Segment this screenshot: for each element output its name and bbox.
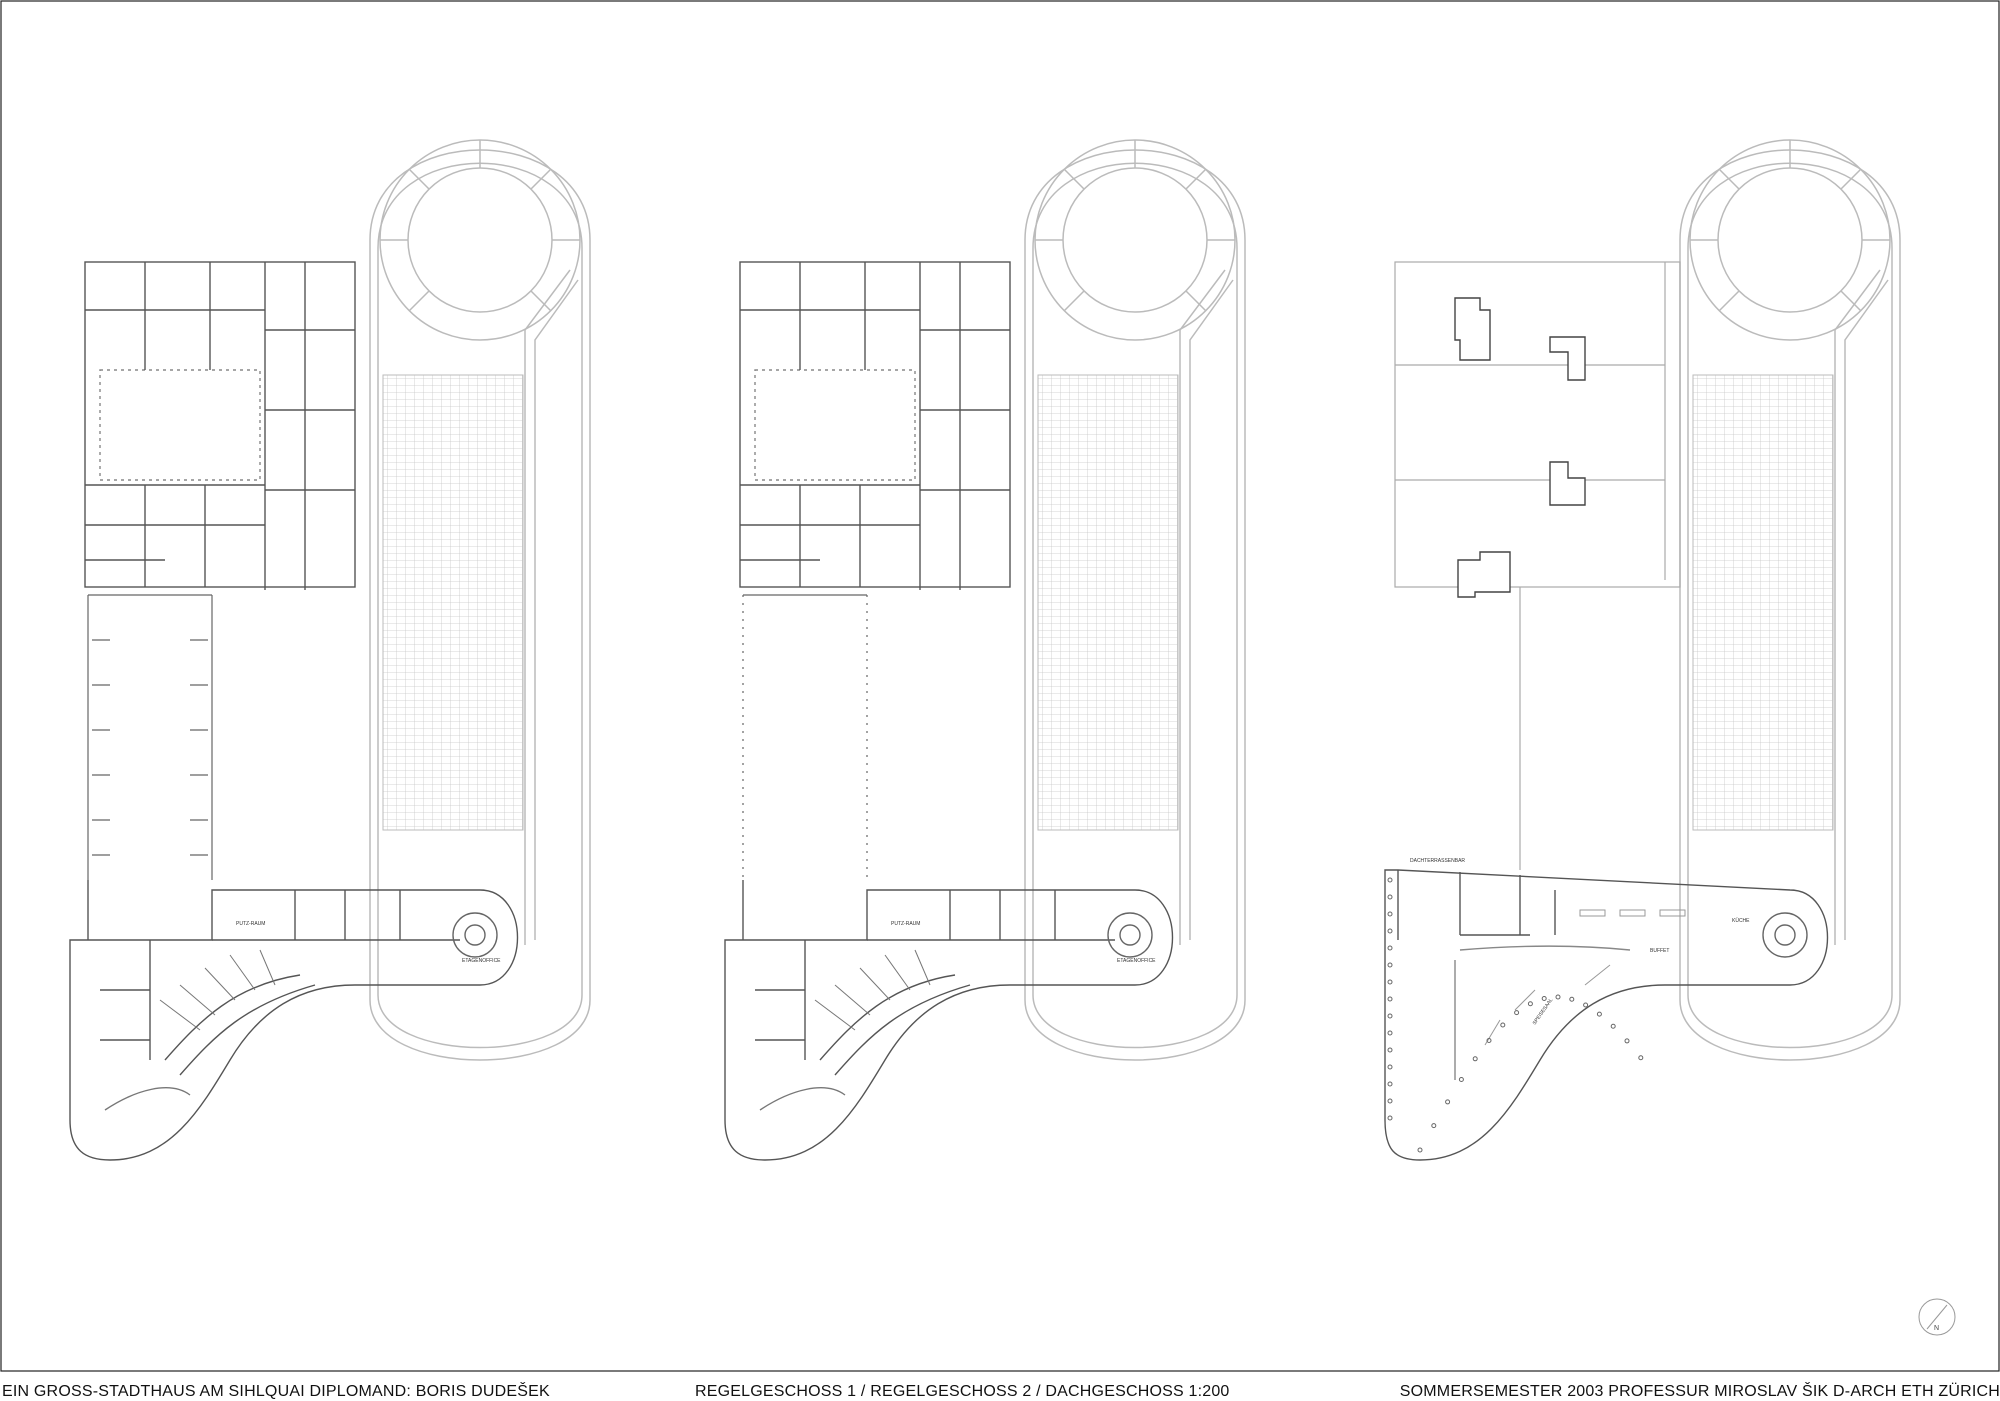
column-dot	[1387, 1064, 1393, 1070]
buffet-label: BUFFET	[1650, 948, 1669, 954]
column-dot	[1387, 996, 1393, 1002]
column-dot	[1458, 1076, 1464, 1082]
floor-plan-regelgeschoss-1: PUTZ-RAUM ETAGENOFFICE	[69, 139, 591, 1161]
column-dot	[1445, 1099, 1451, 1105]
column-dot	[1387, 1098, 1393, 1104]
terrace-tables	[1484, 909, 1686, 1046]
apartment-block	[84, 261, 356, 590]
stair-cores	[1454, 297, 1586, 598]
north-arrow-letter: N	[1934, 1325, 1939, 1332]
seating-grid	[382, 374, 524, 831]
column-dot	[1514, 1010, 1520, 1016]
seating-grid	[1037, 374, 1179, 831]
curved-wing	[724, 880, 1174, 1161]
column-dot	[1387, 928, 1393, 934]
column-dot	[1472, 1056, 1478, 1062]
course-info: SOMMERSEMESTER 2003 PROFESSUR MIROSLAV Š…	[1399, 1383, 2000, 1400]
column-dot	[1387, 945, 1393, 951]
column-dot	[1486, 1037, 1492, 1043]
kueche-label: KÜCHE	[1732, 917, 1750, 924]
column-dot	[1387, 894, 1393, 900]
column-dot	[1417, 1147, 1423, 1153]
column-dot	[1387, 1115, 1393, 1121]
column-dot	[1527, 1001, 1533, 1007]
column-dot	[1387, 979, 1393, 985]
column-dot	[1387, 962, 1393, 968]
office-wing	[742, 594, 868, 880]
putzraum-label: PUTZ-RAUM	[891, 921, 920, 927]
column-dot	[1610, 1023, 1616, 1029]
column-dot	[1541, 996, 1547, 1002]
seating-grid	[1692, 374, 1834, 831]
curved-rooms	[159, 949, 276, 1031]
putzraum-label: PUTZ-RAUM	[236, 921, 265, 927]
dachterrassenbar-label: DACHTERRASSENBAR	[1410, 858, 1465, 864]
curved-rooms	[814, 949, 931, 1031]
column-dots	[1387, 877, 1644, 1153]
hall-outline	[1024, 139, 1246, 1061]
curved-wing	[69, 880, 519, 1161]
floor-plan-dachgeschoss: DACHTERRASSENBAR KÜCHE BUFFET SPEISESAAL	[1384, 139, 1901, 1161]
etagenoffice-label: ETAGENOFFICE	[462, 958, 501, 964]
column-dot	[1387, 1013, 1393, 1019]
column-dot	[1624, 1038, 1630, 1044]
column-dot	[1387, 1047, 1393, 1053]
column-dot	[1596, 1011, 1602, 1017]
sheet-frame	[0, 0, 2000, 1372]
column-dot	[1583, 1002, 1589, 1008]
hall-outline	[1679, 139, 1901, 1061]
north-arrow: N	[1918, 1298, 1956, 1336]
office-wing	[87, 594, 213, 880]
drawing-title: REGELGESCHOSS 1 / REGELGESCHOSS 2 / DACH…	[695, 1383, 1230, 1400]
column-dot	[1638, 1055, 1644, 1061]
column-dot	[1387, 1030, 1393, 1036]
apartment-block	[739, 261, 1011, 590]
hall-outline	[369, 139, 591, 1061]
project-title: EIN GROSS-STADTHAUS AM SIHLQUAI DIPLOMAN…	[2, 1383, 550, 1400]
roof-outline	[1394, 261, 1681, 870]
etagenoffice-label: ETAGENOFFICE	[1117, 958, 1156, 964]
column-dot	[1569, 996, 1575, 1002]
column-dot	[1555, 994, 1561, 1000]
column-dot	[1387, 911, 1393, 917]
column-dot	[1387, 1081, 1393, 1087]
terrace-wing	[1384, 869, 1829, 1161]
column-dot	[1387, 877, 1393, 883]
column-dot	[1431, 1123, 1437, 1129]
column-dot	[1500, 1022, 1506, 1028]
speisesaal-label: SPEISESAAL	[1532, 997, 1555, 1026]
floor-plan-regelgeschoss-2: PUTZ-RAUM ETAGENOFFICE	[724, 139, 1246, 1161]
